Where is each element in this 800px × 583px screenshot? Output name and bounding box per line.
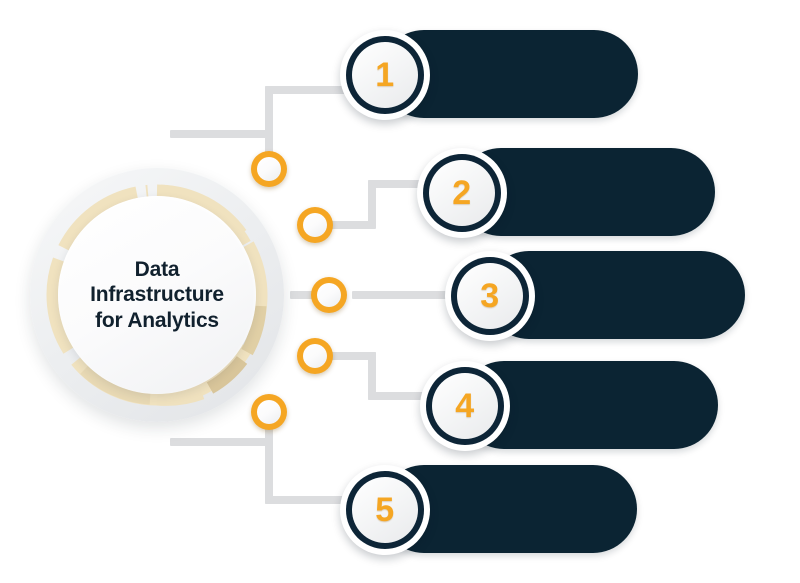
- step-badge-3-face: 3: [457, 263, 523, 329]
- step-badge-4[interactable]: 4: [420, 361, 510, 451]
- connector-node-4-dot: [303, 344, 327, 368]
- step-badge-1-number: 1: [375, 56, 395, 94]
- connector-node-3[interactable]: [311, 277, 347, 313]
- step-badge-2-face: 2: [429, 160, 495, 226]
- connector-node-1[interactable]: [251, 151, 287, 187]
- step-badge-5-number: 5: [375, 491, 395, 529]
- connector-node-2[interactable]: [297, 207, 333, 243]
- step-badge-5[interactable]: 5: [340, 465, 430, 555]
- connector-line-2-seg-b: [368, 180, 376, 228]
- connector-node-2-dot: [303, 213, 327, 237]
- step-badge-3-number: 3: [480, 277, 500, 315]
- step-badge-4-number: 4: [455, 387, 475, 425]
- connector-line-4-seg-c: [368, 392, 440, 400]
- connector-line-3-horizontal: [352, 291, 468, 299]
- hub-title: Data Infrastructure for Analytics: [76, 257, 238, 334]
- connector-line-1-vertical: [265, 86, 273, 170]
- hub-title-line-2: Infrastructure: [90, 283, 224, 307]
- step-badge-2-number: 2: [452, 174, 472, 212]
- step-badge-1[interactable]: 1: [340, 30, 430, 120]
- step-badge-2[interactable]: 2: [417, 148, 507, 238]
- hub-title-line-3: for Analytics: [95, 308, 219, 332]
- step-badge-1-face: 1: [352, 42, 418, 108]
- connector-node-3-dot: [317, 283, 341, 307]
- connector-node-5[interactable]: [251, 394, 287, 430]
- connector-line-5-horizontal: [265, 496, 357, 504]
- hub-arc-svg: [46, 184, 268, 406]
- connector-line-3-stub-left: [290, 291, 324, 299]
- hub-circle[interactable]: Data Infrastructure for Analytics: [30, 168, 284, 422]
- connector-line-1-horizontal: [265, 86, 355, 94]
- connector-line-4-seg-b: [368, 352, 376, 400]
- connector-line-2-seg-a: [330, 221, 376, 229]
- connector-line-2-seg-c: [368, 180, 440, 188]
- connector-node-5-dot: [257, 400, 281, 424]
- connector-node-1-dot: [257, 157, 281, 181]
- connector-line-5-stub-left: [170, 438, 270, 446]
- connector-line-4-seg-a: [330, 352, 376, 360]
- hub-inner-disc: Data Infrastructure for Analytics: [58, 196, 256, 394]
- hub-title-line-1: Data: [134, 257, 180, 281]
- connector-node-4[interactable]: [297, 338, 333, 374]
- hub-progress-arc: [44, 182, 270, 408]
- step-badge-4-face: 4: [432, 373, 498, 439]
- step-badge-3[interactable]: 3: [445, 251, 535, 341]
- connector-line-1-stub-left: [170, 130, 270, 138]
- connector-line-5-vertical: [265, 412, 273, 504]
- step-badge-5-face: 5: [352, 477, 418, 543]
